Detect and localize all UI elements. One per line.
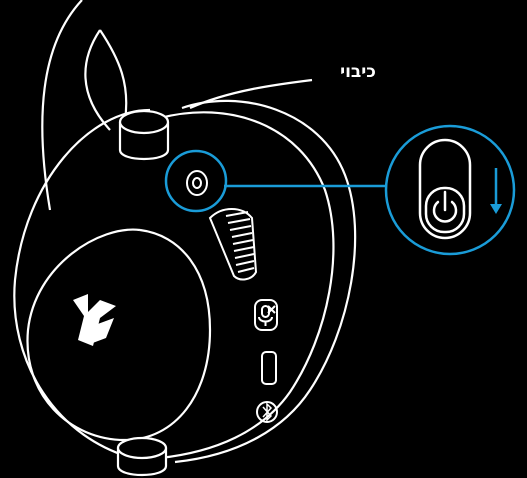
power-switch-zoom (386, 126, 514, 254)
power-off-label: כיבוי (318, 62, 398, 82)
bottom-connector (118, 438, 166, 475)
mic-boom-knob (120, 111, 168, 159)
